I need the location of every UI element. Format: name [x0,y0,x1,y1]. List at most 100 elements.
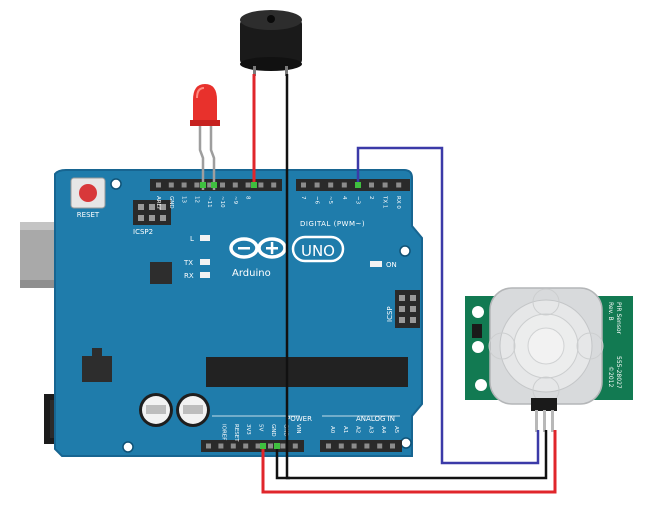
power-pin-label: VIN [295,424,301,434]
pir-dome [488,287,604,405]
uno-label: UNO [301,242,335,260]
led-anode-connection [211,182,217,188]
pir-text-2: Rev. B [607,302,614,321]
power-pin-hole [280,443,286,449]
power-pin-label: 3V3 [245,424,251,435]
analog-pin-label: A4 [380,426,386,434]
analog-pin-hole [377,443,383,449]
analog-pin-hole [338,443,344,449]
analog-pin-hole [326,443,331,449]
power-pin-hole [268,443,273,449]
digital-pin-label: ~10 [219,196,225,208]
led-cathode-connection [200,182,206,188]
digital-pin-hole [156,182,161,188]
digital-pin-label: ~11 [206,196,212,208]
pir-pin-gnd [551,410,554,432]
pir-signal-connection [355,182,361,188]
l-label: L [190,235,194,243]
pir-pin-signal [535,410,538,432]
digital-pin-hole [328,182,334,188]
l-led [200,235,210,241]
gnd-connection [274,443,280,449]
analog-label: ANALOG IN [356,415,395,423]
analog-pin-hole [390,443,395,449]
digital-pin-label: ~5 [327,196,333,205]
on-label: ON [386,261,397,269]
digital-pin-label: TX 1 [382,195,388,208]
power-pin-label: IOREF [220,424,226,440]
digital-pin-hole [258,182,264,188]
voltage-regulator [82,348,112,382]
wire-pir-signal [356,146,540,465]
digital-pin-label: AREF [155,196,161,210]
digital-pin-hole [194,182,200,188]
power-pin-hole [255,443,261,449]
digital-header-right [296,179,410,191]
icsp2-label: ICSP2 [133,228,153,236]
digital-pin-hole [382,182,388,188]
digital-pin-hole [168,182,174,188]
digital-pin-hole [207,182,213,188]
power-pin-label: 5V [258,424,264,431]
digital-pin-hole [232,182,238,188]
analog-pin-label: A5 [393,426,399,434]
digital-pin-label: RX 0 [395,196,401,209]
analog-pin-label: A2 [355,426,361,433]
digital-pin-label: 13 [181,196,187,203]
power-pin-hole [218,443,224,449]
power-pin-hole [243,443,249,449]
pir-text-1: PIR Sensor [615,302,622,335]
buzzer [240,10,302,76]
digital-pin-label: 12 [193,196,199,203]
digital-pin-label: ~6 [314,196,320,205]
tx-label: TX [183,259,193,267]
bottom-header-pins [206,443,395,449]
power-pin-hole [292,443,298,449]
digital-pin-label: GND [168,196,174,209]
pir-sensor: PIR Sensor Rev. B 555-28027 ©2012 [465,287,633,432]
analog-pin-label: A1 [342,426,348,433]
pir-text-4: ©2012 [607,366,614,387]
digital-pin-label: 8 [245,196,251,200]
board-outline [55,170,422,456]
analog-pin-hole [364,443,370,449]
power-pin-hole [230,443,236,449]
digital-pin-label: 2 [368,196,374,200]
power-pin-label: GND [282,424,288,437]
analog-pin-label: A3 [367,426,373,434]
power-pin-hole [206,443,211,449]
digital-pin-hole [341,182,347,188]
digital-pin-hole [396,182,402,188]
digital-header-pins [156,182,402,188]
5v-connection [260,443,266,449]
pir-pin-vcc [543,410,546,432]
digital-pin-hole [245,182,251,188]
buzzer-connection [251,182,257,188]
power-pin-label: GND [270,424,276,437]
red-led [190,84,220,190]
reset-button [70,177,106,209]
power-header [201,440,304,452]
power-pin-labels: IOREF RESET 3V3 5V GND GND VIN [220,424,300,442]
wire-5v [261,430,557,494]
digital-pin-label: 4 [341,196,347,200]
pir-text-3: 555-28027 [615,356,622,389]
power-label: POWER [286,415,312,423]
arduino-logo [229,235,345,263]
brand-label: Arduino [232,268,271,279]
usb-chip [150,262,172,284]
icsp-label: ICSP [386,306,394,322]
icsp2-header [133,200,171,225]
power-pin-label: RESET [233,424,239,442]
rx-led [200,272,210,278]
atmega-chip [206,357,408,387]
digital-pin-hole [369,182,374,188]
digital-pin-label: 7 [300,196,306,200]
digital-label: DIGITAL (PWM~) [300,220,365,228]
capacitor-2 [176,393,210,427]
analog-header [320,440,402,452]
